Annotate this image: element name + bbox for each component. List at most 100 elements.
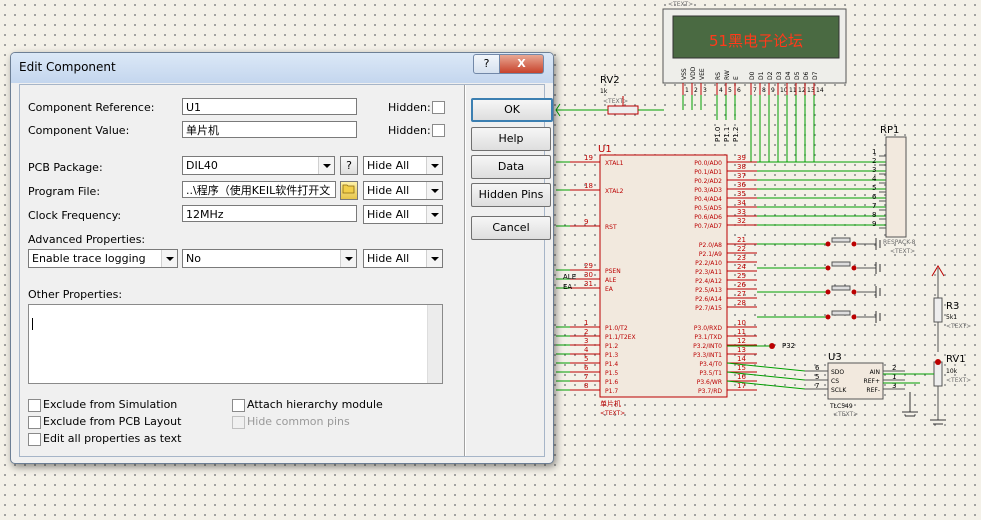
u1-pin-number: 36 xyxy=(737,181,746,189)
component-value-input[interactable]: 单片机 xyxy=(182,121,357,138)
lcd-pin-number: 2 xyxy=(694,87,698,94)
u1-pin-name: P0.1/AD1 xyxy=(694,169,722,176)
r3-resistor[interactable]: R3 5k1 <TEXT> xyxy=(931,265,971,352)
lcd-pin-label: D2 xyxy=(767,71,774,80)
u1-pin-number: 21 xyxy=(737,236,746,244)
lcd-pin-number: 13 xyxy=(807,87,815,94)
lcd-pin-number: 11 xyxy=(789,87,797,94)
u1-pin-name: P2.3/A11 xyxy=(695,269,722,276)
u1-pin-number: 11 xyxy=(737,328,746,336)
lcd-pin-number: 6 xyxy=(737,87,741,94)
u3-value: TLC549 xyxy=(829,403,853,410)
u1-pin-name: P3.7/RD xyxy=(698,388,722,395)
ok-button[interactable]: OK xyxy=(471,98,553,122)
advanced-value-select[interactable]: No xyxy=(182,249,357,268)
exclude-simulation-checkbox[interactable] xyxy=(28,399,41,412)
lcd-screen xyxy=(672,15,840,59)
pcb-package-value: DIL40 xyxy=(186,159,218,172)
folder-open-icon[interactable] xyxy=(340,181,358,200)
u1-pin-number: 23 xyxy=(737,254,746,262)
cancel-button[interactable]: Cancel xyxy=(471,216,551,240)
rv2-potentiometer[interactable]: RV2 1k <TEXT> xyxy=(555,75,664,117)
rp1-pin-number: 1 xyxy=(872,148,876,156)
textarea-scrollbar[interactable] xyxy=(427,305,442,383)
rv1-value: 10k xyxy=(946,368,958,375)
pcb-package-help-button[interactable]: ? xyxy=(340,156,358,175)
rp1-pin-number: 5 xyxy=(872,184,876,192)
hide-common-pins-label: Hide common pins xyxy=(247,415,350,428)
ea-tag: EA xyxy=(563,283,572,291)
ale-tag: ALE xyxy=(563,273,576,281)
u1-pin-name: P0.2/AD2 xyxy=(694,178,722,185)
u1-pin-name: P3.2/INT0 xyxy=(693,343,722,350)
advanced-property-select[interactable]: Enable trace logging xyxy=(28,249,178,268)
other-properties-textarea[interactable] xyxy=(28,304,443,384)
title-bar[interactable]: Edit Component ? X xyxy=(11,53,553,83)
rp1-pin-number: 6 xyxy=(872,193,877,201)
reference-hidden-checkbox[interactable] xyxy=(432,101,445,114)
title-help-button[interactable]: ? xyxy=(473,54,500,74)
u1-pin-name: P3.3/INT1 xyxy=(693,352,722,359)
rv1-potentiometer[interactable]: RV1 10k <TEXT> xyxy=(883,354,971,425)
u1-pin-name: P1.2 xyxy=(605,343,618,350)
chevron-down-icon xyxy=(426,206,442,223)
button-cap xyxy=(831,310,851,316)
u1-value: 单片机 xyxy=(600,399,621,408)
text-cursor xyxy=(32,318,33,330)
attach-hierarchy-checkbox[interactable] xyxy=(232,399,245,412)
data-button[interactable]: Data xyxy=(471,155,551,179)
u1-pin-number: 37 xyxy=(737,172,746,180)
u1-pin-name: P0.5/AD5 xyxy=(694,205,722,212)
u3-pin-number: 2 xyxy=(892,364,896,372)
rp1-pin-number: 9 xyxy=(872,220,876,228)
u1-pin-name: P2.7/A15 xyxy=(695,305,722,312)
u1-microcontroller[interactable]: U1 单片机 <TEXT> 19XTAL118XTAL29RST29PSEN30… xyxy=(556,144,757,417)
u3-adc[interactable]: U3 TLC549 <TEXT> 6SDO5CS7SCLK2AIN1REF+3R… xyxy=(726,352,905,418)
rp1-text: <TEXT> xyxy=(890,248,915,255)
program-file-visibility-select[interactable]: Hide All xyxy=(363,181,443,200)
rp1-pin-number: 3 xyxy=(872,166,876,174)
edit-all-text-checkbox[interactable] xyxy=(28,433,41,446)
u1-pin-name: P1.0/T2 xyxy=(605,325,628,332)
u1-pin-number: 28 xyxy=(737,299,746,307)
u1-pin-number: 27 xyxy=(737,290,746,298)
clock-frequency-input[interactable]: 12MHz xyxy=(182,205,357,222)
lcd-pin-label: D4 xyxy=(785,71,792,80)
pcb-package-visibility-select[interactable]: Hide All xyxy=(363,156,443,175)
exclude-simulation-label: Exclude from Simulation xyxy=(43,398,178,411)
lcd-pin-number: 3 xyxy=(703,87,707,94)
value-hidden-checkbox[interactable] xyxy=(432,124,445,137)
help-button[interactable]: Help xyxy=(471,127,551,151)
edit-component-dialog[interactable]: Edit Component ? X Component Reference: … xyxy=(10,52,554,464)
button-cap xyxy=(831,237,851,243)
p1-label: P1.2 xyxy=(732,127,740,142)
u1-pin-number: 14 xyxy=(737,355,746,363)
clock-frequency-visibility-select[interactable]: Hide All xyxy=(363,205,443,224)
u1-pin-name: P1.7 xyxy=(605,388,618,395)
reference-hidden-label: Hidden: xyxy=(388,101,431,114)
lcd-pin-label: D0 xyxy=(749,71,756,80)
button-terminal xyxy=(825,265,831,271)
lcd-pin-label: D6 xyxy=(803,71,810,80)
u1-pin-number: 34 xyxy=(737,199,746,207)
button-terminal xyxy=(851,289,857,295)
hidden-pins-button[interactable]: Hidden Pins xyxy=(471,183,551,207)
u1-pin-number: 16 xyxy=(737,373,746,381)
other-properties-label: Other Properties: xyxy=(28,288,123,301)
pcb-package-select[interactable]: DIL40 xyxy=(182,156,335,175)
exclude-pcb-checkbox[interactable] xyxy=(28,416,41,429)
rv2-text: <TEXT> xyxy=(603,98,628,105)
close-button[interactable]: X xyxy=(499,54,544,74)
advanced-visibility-select[interactable]: Hide All xyxy=(363,249,443,268)
edit-all-text-label: Edit all properties as text xyxy=(43,432,182,445)
push-buttons[interactable] xyxy=(757,237,881,323)
u1-pin-number: 22 xyxy=(737,245,746,253)
rp1-label: RP1 xyxy=(880,125,899,136)
program-file-input[interactable]: ..\程序（使用KEIL软件打开文 xyxy=(182,181,336,198)
lcd-module[interactable]: <TEXT> 51黑电子论坛 VSS1VDD2VEE3RS4RW5E6D07D1… xyxy=(662,1,847,162)
component-reference-input[interactable]: U1 xyxy=(182,98,357,115)
